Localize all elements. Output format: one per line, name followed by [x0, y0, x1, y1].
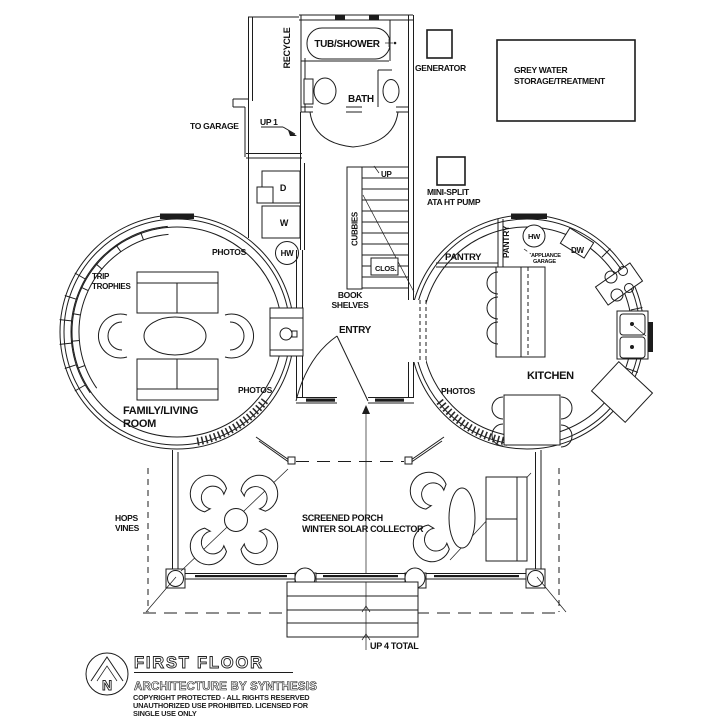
pantry-walls	[436, 219, 504, 268]
laundry-appliances	[256, 170, 301, 265]
porch-chair-ne	[240, 474, 279, 512]
label-trip-trophies-1: TRIP	[92, 272, 110, 281]
label-dryer: D	[280, 183, 287, 193]
label-trip-trophies-2: TROPHIES	[92, 282, 131, 291]
label-book-shelves-2: SHELVES	[332, 300, 370, 310]
label-up4-total: UP 4 TOTAL	[370, 641, 419, 651]
trophy-shelf-band	[70, 225, 169, 394]
family-rim-window-ticks	[59, 272, 86, 392]
entry-window-2	[375, 398, 404, 402]
firm-name: ARCHITECTURE BY SYNTHESIS	[134, 681, 317, 693]
label-closet: CLOS.	[375, 264, 397, 273]
copyright-line-2: UNAUTHORIZED USE PROHIBITED. LICENSED FO…	[133, 701, 309, 710]
label-grey-water-2: STORAGE/TREATMENT	[514, 76, 606, 86]
stairs	[346, 165, 415, 293]
under-stair-closet	[370, 257, 399, 276]
family-room-furniture	[97, 271, 255, 401]
label-book-shelves-1: BOOK	[338, 290, 363, 300]
porch-chair-right-s	[412, 524, 450, 563]
porch-chair-right-n	[409, 471, 447, 510]
porch-sofa	[485, 476, 528, 562]
label-stairs-up: UP	[381, 170, 392, 179]
porch-chair-sw	[189, 527, 228, 566]
label-mini-split-1: MINI-SPLIT	[427, 187, 470, 197]
porch-walls	[167, 450, 545, 580]
label-bath: BATH	[348, 94, 374, 105]
label-appliance-garage-1: APPLIANCE	[531, 253, 561, 259]
label-porch-1: SCREENED PORCH	[302, 513, 383, 523]
porch-north-rail	[255, 436, 445, 465]
label-up1: UP 1	[260, 117, 278, 127]
label-porch-2: WINTER SOLAR COLLECTOR	[302, 524, 424, 534]
label-appliance-garage-2: GARAGE	[533, 259, 556, 265]
label-photos-kitchen: PHOTOS	[441, 386, 476, 396]
label-entry: ENTRY	[339, 325, 372, 336]
label-mini-split-2: ATA HT PUMP	[427, 197, 481, 207]
porch-oval-table	[448, 487, 476, 549]
entry-window-1	[306, 398, 335, 402]
label-kitchen: KITCHEN	[527, 370, 574, 382]
kitchen-corner-table	[590, 360, 654, 424]
label-cubbies: CUBBIES	[351, 211, 360, 246]
label-hops-2: VINES	[115, 523, 140, 533]
up1-arrow	[261, 126, 297, 136]
kitchen-sink	[616, 310, 653, 360]
label-hw-kitchen: HW	[528, 232, 541, 241]
vestibule	[269, 307, 304, 357]
tub-shower	[306, 27, 397, 60]
label-family-living-2: ROOM	[123, 418, 156, 430]
label-tub-shower: TUB/SHOWER	[314, 39, 380, 50]
label-recycle: RECYCLE	[282, 27, 292, 68]
label-photos-family-top: PHOTOS	[212, 247, 247, 257]
label-pantry-v: PANTRY	[501, 225, 511, 258]
front-steps	[286, 581, 419, 650]
kitchen-hall-opening	[407, 300, 427, 362]
bath-window-2	[369, 15, 379, 20]
label-grey-water-1: GREY WATER	[514, 65, 568, 75]
kitchen-table	[491, 394, 573, 448]
porch-chair-nw	[189, 474, 228, 513]
label-generator: GENERATOR	[415, 63, 466, 73]
label-pantry-h: PANTRY	[445, 252, 482, 263]
north-letter: N	[102, 677, 112, 693]
porch-round-table	[224, 508, 248, 532]
copyright-line-3: SINGLE USE ONLY	[133, 709, 197, 718]
bath-window-1	[335, 15, 345, 20]
label-to-garage: TO GARAGE	[190, 121, 239, 131]
bath-sink	[382, 79, 400, 103]
kitchen-top-window	[511, 213, 547, 219]
porch-screen-bars	[195, 575, 519, 578]
cooktop	[594, 262, 644, 306]
label-photos-family-bottom: PHOTOS	[238, 385, 273, 395]
sheet-title: FIRST FLOOR	[134, 654, 264, 672]
entry-door	[295, 335, 369, 402]
dishwasher-block	[559, 227, 595, 259]
appliance-garage-leader	[523, 248, 532, 255]
label-hops-1: HOPS	[115, 513, 139, 523]
copyright-line-1: COPYRIGHT PROTECTED - ALL RIGHTS RESERVE…	[133, 693, 310, 702]
curved-window-hatching	[195, 398, 509, 446]
mini-split-box	[436, 156, 466, 186]
kitchen-hot-water-heater	[522, 224, 546, 248]
porch-chair-se	[240, 528, 279, 566]
kitchen-island	[486, 266, 546, 358]
family-top-window	[160, 213, 194, 219]
label-family-living-1: FAMILY/LIVING	[123, 405, 198, 417]
north-arrow: N	[85, 652, 129, 696]
generator-box	[426, 29, 453, 59]
grey-water-box	[496, 39, 636, 122]
toilet	[303, 77, 337, 105]
label-hw-laundry: HW	[281, 249, 294, 258]
label-dishwasher: DW	[571, 246, 584, 255]
bath-doors	[309, 111, 399, 148]
label-washer: W	[280, 218, 289, 228]
